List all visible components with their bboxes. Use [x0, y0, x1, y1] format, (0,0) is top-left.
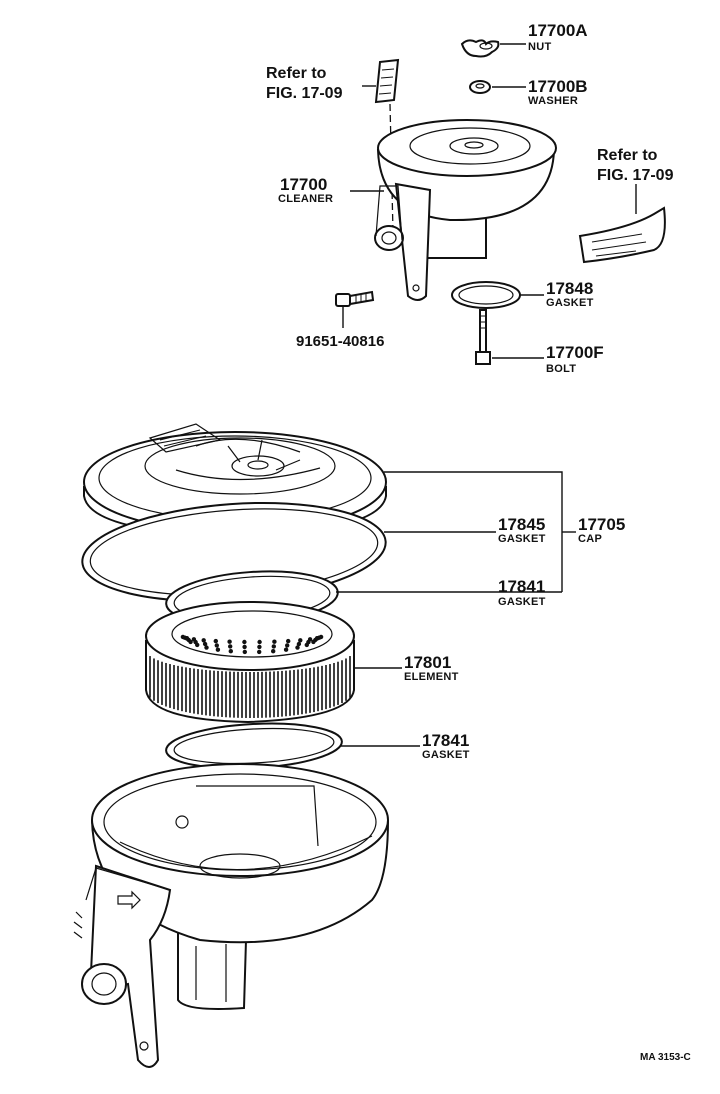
perforation-hole — [213, 638, 218, 644]
screw-drawing — [335, 290, 375, 307]
perforation-hole — [188, 639, 193, 645]
part-name-cleaner: CLEANER — [278, 193, 333, 205]
decal-strip-drawing — [578, 206, 666, 264]
part-number-17848: 17848 — [546, 279, 593, 298]
refer-to-figure: FIG. 17-09 — [266, 85, 343, 102]
element-pleats — [149, 656, 351, 718]
part-name-gasket: GASKET — [546, 297, 594, 309]
gasket-ring-drawing — [451, 281, 521, 309]
perforation-hole — [202, 641, 208, 647]
part-name-bolt: BOLT — [546, 363, 576, 375]
perforation-hole — [228, 649, 233, 654]
perforation-hole — [298, 638, 303, 643]
perforation-hole — [215, 647, 221, 652]
element-perforations — [180, 634, 324, 655]
perforation-hole — [311, 639, 316, 645]
part-number-17801: 17801 — [404, 653, 451, 672]
perforation-hole — [242, 639, 247, 645]
part-number-17700: 17700 — [280, 175, 327, 194]
part-name-gasket: GASKET — [498, 533, 546, 545]
nut-drawing — [460, 39, 500, 58]
figure-code: MA 3153-C — [640, 1052, 691, 1063]
part-name-washer: WASHER — [528, 95, 578, 107]
washer-drawing — [469, 80, 491, 94]
cleaner-case-drawing — [73, 763, 389, 1068]
decal-plate-drawing — [374, 58, 400, 104]
perforation-hole — [227, 639, 232, 644]
bolt-drawing — [475, 309, 491, 365]
bracket-line — [384, 471, 563, 592]
perforation-hole — [228, 644, 233, 649]
part-number-17841: 17841 — [498, 577, 545, 596]
part-number-17705: 17705 — [578, 515, 625, 534]
part-number-17700B: 17700B — [528, 77, 588, 96]
part-number-17700A: 17700A — [528, 21, 588, 40]
part-number-17700F: 17700F — [546, 343, 604, 362]
perforation-hole — [195, 642, 200, 648]
part-number-91651-40816: 91651-40816 — [296, 333, 384, 350]
perforation-hole — [283, 647, 289, 652]
perforation-hole — [214, 643, 219, 648]
perforation-hole — [257, 639, 262, 645]
perforation-hole — [184, 636, 189, 641]
refer-to-label: Refer to — [597, 147, 658, 164]
perforation-hole — [204, 645, 209, 650]
perforation-hole — [272, 639, 277, 644]
perforation-hole — [271, 644, 276, 649]
perforation-hole — [315, 636, 320, 641]
part-number-17845: 17845 — [498, 515, 545, 534]
refer-to-label: Refer to — [266, 65, 327, 82]
perforation-hole — [201, 638, 206, 643]
part-number-17841: 17841 — [422, 731, 469, 750]
perforation-hole — [296, 641, 302, 647]
perforation-hole — [271, 649, 276, 654]
lower-element-gasket-drawing — [165, 722, 343, 770]
perforation-hole — [257, 649, 262, 655]
part-name-element: ELEMENT — [404, 671, 459, 683]
filter-element-drawing — [145, 601, 355, 724]
part-name-gasket: GASKET — [498, 596, 546, 608]
cleaner-assembly-drawing — [374, 119, 557, 301]
part-name-gasket: GASKET — [422, 749, 470, 761]
perforation-hole — [304, 642, 309, 648]
perforation-hole — [242, 649, 247, 655]
refer-to-figure: FIG. 17-09 — [597, 167, 674, 184]
perforation-hole — [295, 645, 300, 650]
perforation-hole — [257, 644, 262, 650]
perforation-hole — [286, 638, 291, 644]
part-name-cap: CAP — [578, 533, 602, 545]
part-name-nut: NUT — [528, 41, 552, 53]
perforation-hole — [285, 643, 290, 648]
perforation-hole — [242, 644, 247, 650]
